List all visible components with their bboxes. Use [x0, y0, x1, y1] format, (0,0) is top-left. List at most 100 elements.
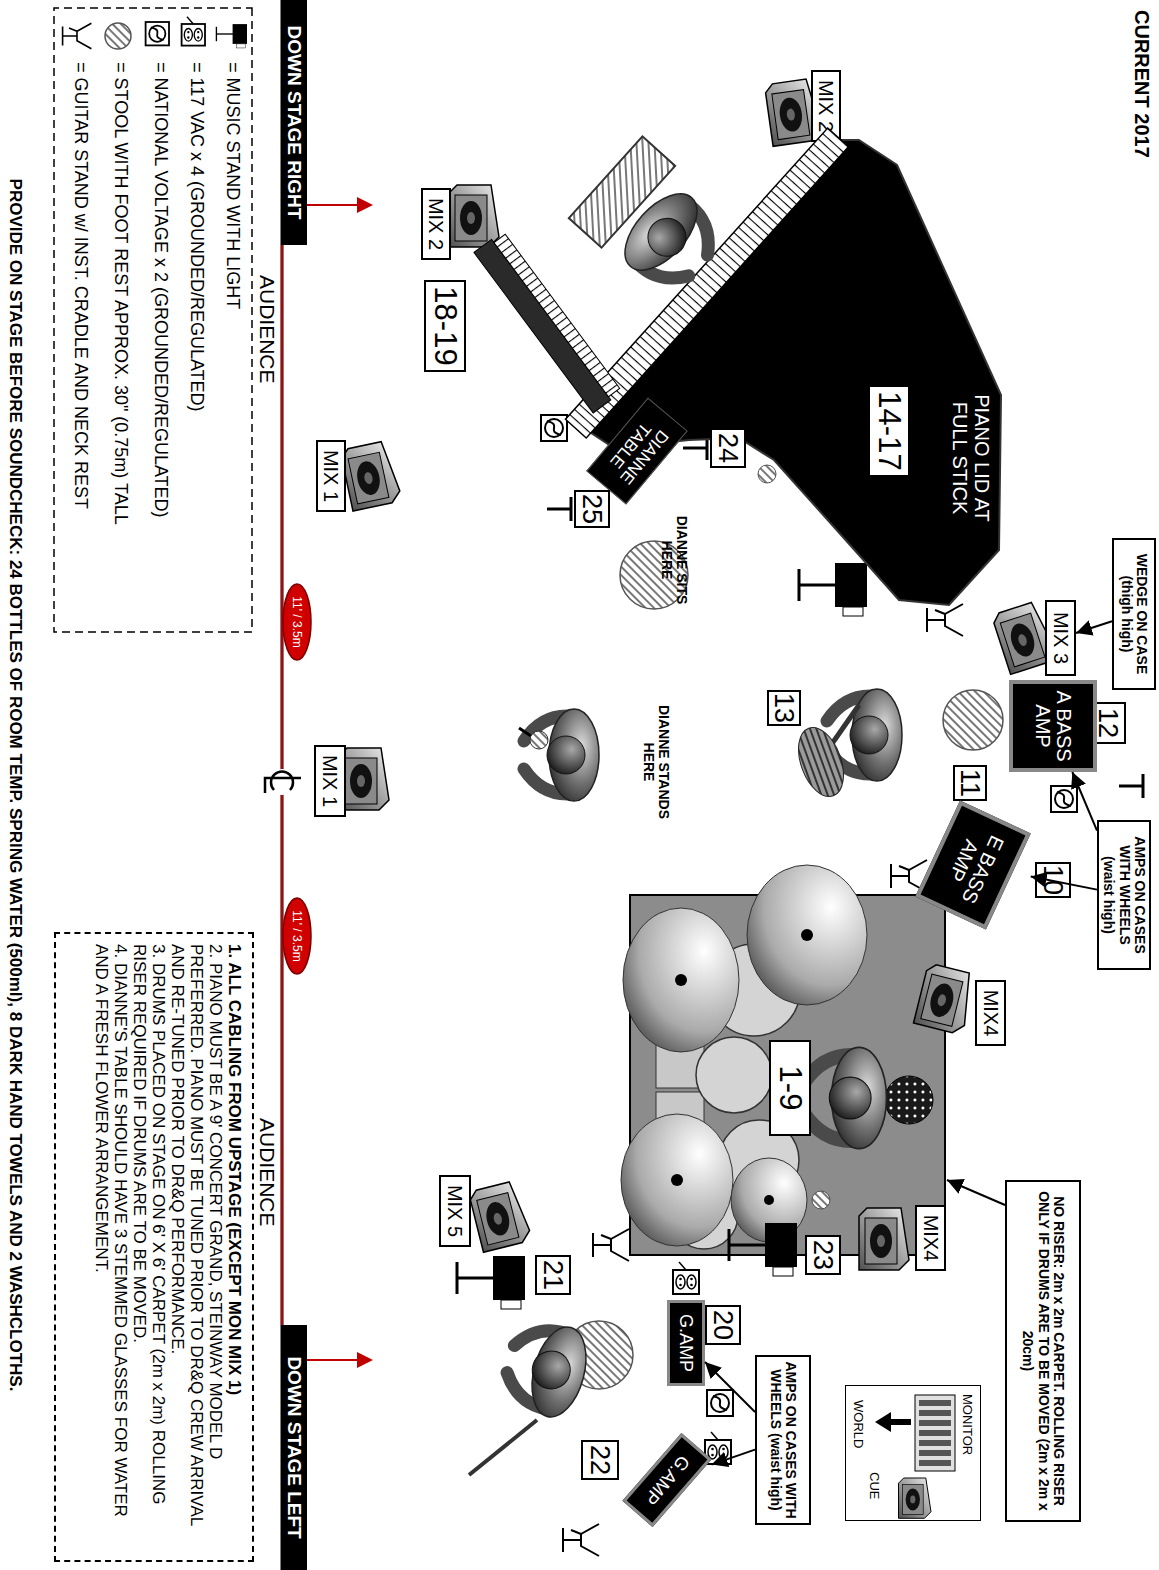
drummer-figure — [804, 1047, 887, 1148]
stage-label: AUDIENCE — [255, 275, 279, 384]
node-text: WEDGE ON CASE (thigh high) — [1119, 544, 1149, 684]
amp-box: G.AMP — [667, 1300, 705, 1386]
callout-note: WEDGE ON CASE (thigh high) — [1112, 538, 1156, 690]
drum — [696, 1037, 772, 1113]
stage-side-band: DOWN STAGE RIGHT — [281, 0, 307, 245]
node-text: 24 — [713, 433, 744, 463]
centerline-symbol — [265, 771, 301, 793]
grand-piano: PIANO LID AT FULL STICK14-17 — [569, 140, 1009, 620]
node-text: AMPS ON CASES WITH WHEELS (waist high) — [1101, 826, 1146, 964]
node-text: MIX 5 — [444, 1185, 467, 1237]
node-text: G.AMP — [641, 1452, 693, 1508]
node-text: 2. PIANO MUST BE A 9' CONCERT GRAND, STE… — [168, 944, 225, 1550]
node-text: WORLD — [851, 1400, 866, 1448]
node-text: AMPS ON CASES WITH WHEELS (waist high) — [768, 1361, 798, 1519]
legend-text: = NATIONAL VOLTAGE x 2 (GROUNDED/REGULAT… — [150, 62, 171, 518]
node-text: MIX 3 — [1049, 612, 1072, 664]
notes-box: 1. ALL CABLING FROM UPSTAGE (EXCEPT MON … — [54, 932, 254, 1562]
keyboard-keys — [494, 234, 620, 396]
stage-side-band: DOWN STAGE LEFT — [281, 1325, 307, 1570]
power-117 — [673, 1262, 699, 1294]
monitor-label: MIX4 — [975, 980, 1006, 1046]
node-text: 14-17 — [871, 391, 907, 470]
node-text: MIX 2 — [815, 80, 838, 132]
monitor-label: MIX 3 — [1045, 600, 1076, 676]
callout-note: AMPS ON CASES WITH WHEELS (waist high) — [1097, 820, 1151, 970]
cymbal-bell — [764, 1195, 774, 1205]
callout-arrow — [712, 1450, 755, 1465]
mic-head — [758, 465, 776, 483]
microphone — [530, 731, 548, 749]
mixer-fader — [919, 1400, 951, 1406]
callout-number: 10 — [1035, 862, 1071, 898]
node-text: 22 — [585, 1445, 616, 1475]
callout-number: 13 — [767, 690, 801, 726]
monitor-label: MIX 5 — [439, 1175, 471, 1247]
stool-symbol — [105, 23, 131, 49]
monitor-label: MIX 2 — [811, 70, 841, 142]
node-text: DOWN STAGE LEFT — [283, 1356, 305, 1538]
legend-text: = 117 VAC x 4 (GROUNDED/REGULATED) — [186, 62, 207, 412]
cymbal — [747, 865, 867, 1005]
node-text: 1-9 — [772, 1066, 808, 1111]
callout-number: 25 — [574, 490, 610, 528]
upright-bass — [790, 721, 852, 802]
music-stand — [799, 563, 867, 616]
plot-title: CURRENT 2017 — [1130, 10, 1153, 158]
monitor-wedge — [449, 185, 499, 247]
node-text: NO RISER: 2m x 2m CARPET. ROLLING RISER … — [1020, 1186, 1065, 1516]
bench-top — [569, 136, 675, 247]
callout-number: 21 — [535, 1255, 571, 1295]
monitor-world-box: MONITORWORLDCUE — [845, 1385, 981, 1521]
carpet-leader — [947, 1180, 1005, 1205]
stool — [943, 690, 1003, 750]
monitor-label: MIX 1 — [316, 440, 346, 512]
mixer-fader — [919, 1420, 951, 1426]
stage-label: DIANNE STANDS HERE — [642, 692, 671, 832]
node-text: 11' / 3.5m — [290, 910, 304, 961]
mixer-fader — [919, 1450, 951, 1456]
node-text: MIX4 — [919, 1215, 942, 1262]
node-text: 21 — [538, 1260, 569, 1290]
stage-piano — [474, 231, 622, 413]
node-text: 13 — [769, 693, 800, 723]
national-power — [707, 1390, 733, 1416]
monitor-label: MIX 1 — [314, 745, 346, 817]
node-text: MIX4 — [979, 990, 1002, 1037]
cymbal — [621, 1114, 733, 1246]
guitar-stand — [927, 604, 963, 636]
mic-head — [812, 1191, 830, 1209]
callout-number: 20 — [705, 1305, 741, 1345]
callout-number: 14-17 — [868, 385, 910, 477]
node-text: G.AMP — [677, 1314, 696, 1372]
mic-stand — [1119, 774, 1143, 798]
mixer-console — [915, 1395, 955, 1471]
dimension-arrowhead — [357, 197, 373, 213]
node-text: 23 — [808, 1240, 839, 1270]
node-text: 11 — [955, 769, 986, 797]
callout-note: AMPS ON CASES WITH WHEELS (waist high) — [755, 1355, 811, 1525]
monitor-wedge — [339, 748, 389, 810]
callout-number: 1-9 — [769, 1040, 811, 1136]
music-stand — [457, 1256, 525, 1309]
monitor-wedge — [913, 963, 977, 1035]
node-text: 3. DRUMS PLACED ON STAGE ON 6' X 6' CARP… — [130, 944, 168, 1550]
guitar-neck — [469, 1420, 537, 1475]
monitor-arrowhead — [875, 1412, 891, 1432]
monitor-wedge — [340, 440, 402, 511]
mixer-fader — [919, 1440, 951, 1446]
node-text: A BASS AMP — [1032, 690, 1074, 762]
cymbal — [623, 908, 739, 1052]
monitor-arrow — [889, 1419, 911, 1425]
callout-number: 24 — [710, 428, 746, 468]
node-text: MONITOR — [960, 1394, 975, 1455]
dimension-arrowhead — [357, 1352, 373, 1368]
cue-wedge — [899, 1478, 932, 1518]
node-text: 20 — [708, 1310, 739, 1340]
national-power — [541, 415, 567, 441]
node-text: MIX 2 — [425, 198, 448, 250]
stage-label: AUDIENCE — [255, 1118, 279, 1227]
legend-box — [54, 8, 252, 632]
legend-text: = STOOL WITH FOOT REST APPROX. 30" (0.75… — [110, 62, 131, 525]
